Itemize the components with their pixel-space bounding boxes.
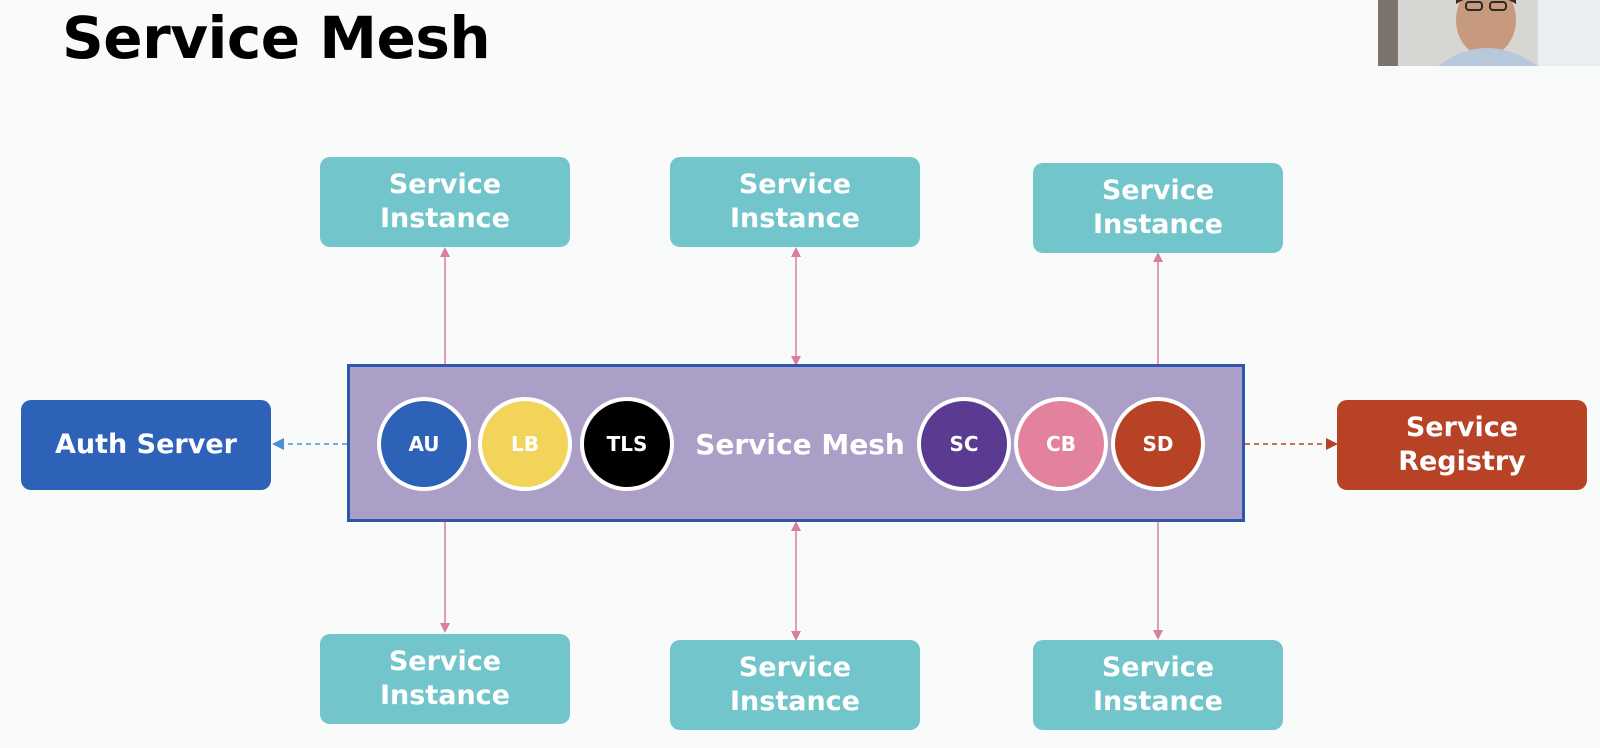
auth-server-box: Auth Server (21, 400, 271, 490)
component-tls: TLS (580, 397, 674, 491)
service-instance-bottom-3: Service Instance (1033, 640, 1283, 730)
service-instance-bottom-2: Service Instance (670, 640, 920, 730)
service-instance-top-1: Service Instance (320, 157, 570, 247)
page-title: Service Mesh (62, 4, 491, 72)
service-registry-box: Service Registry (1337, 400, 1587, 490)
presenter-webcam-image (1378, 0, 1600, 66)
component-cb: CB (1014, 397, 1108, 491)
service-instance-top-2: Service Instance (670, 157, 920, 247)
component-lb: LB (478, 397, 572, 491)
presenter-webcam (1378, 0, 1600, 66)
service-instance-bottom-1: Service Instance (320, 634, 570, 724)
service-mesh-label: Service Mesh (695, 427, 905, 461)
component-au: AU (377, 397, 471, 491)
component-sc: SC (917, 397, 1011, 491)
component-sd: SD (1111, 397, 1205, 491)
service-instance-top-3: Service Instance (1033, 163, 1283, 253)
